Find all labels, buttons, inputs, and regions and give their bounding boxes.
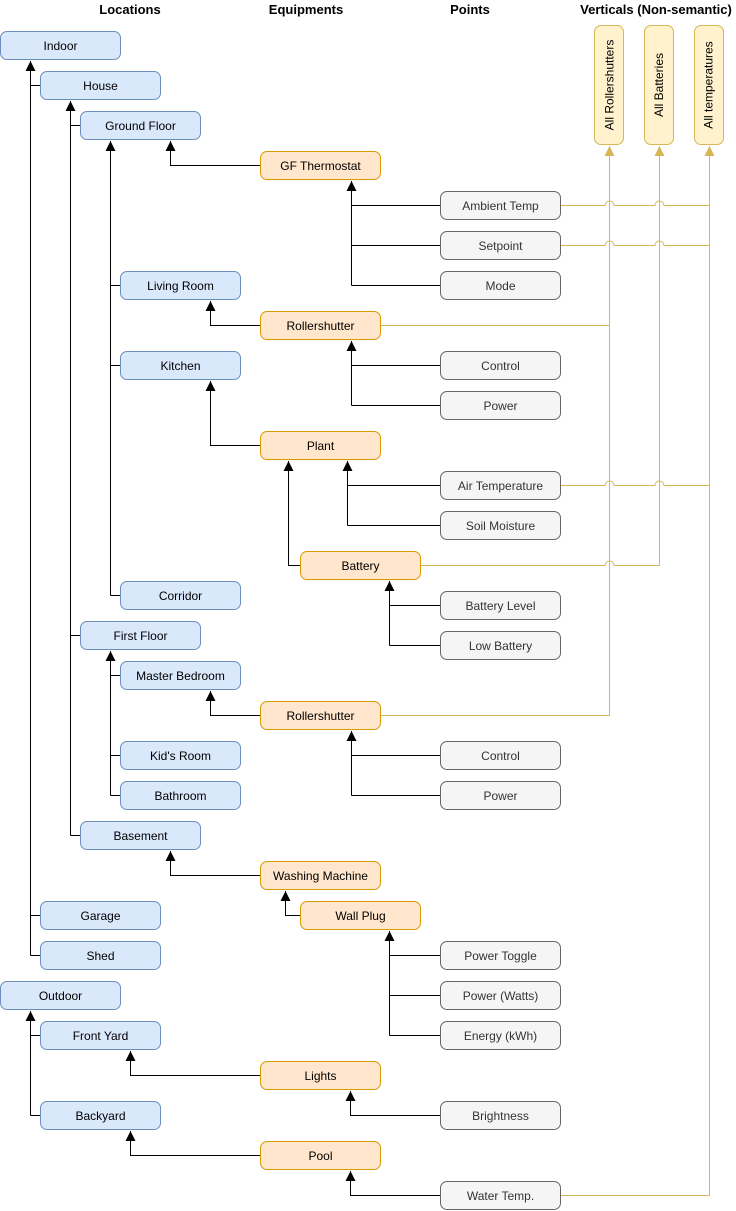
equipment-battery: Battery: [300, 551, 421, 580]
location-first-floor: First Floor: [80, 621, 201, 650]
vertical-all-rollershutters-label: All Rollershutters: [602, 39, 617, 131]
equipment-gf-thermostat: GF Thermostat: [260, 151, 381, 180]
location-master-bedroom: Master Bedroom: [120, 661, 241, 690]
point-energy-kwh: Energy (kWh): [440, 1021, 561, 1050]
location-living-room: Living Room: [120, 271, 241, 300]
location-shed: Shed: [40, 941, 161, 970]
point-control-living: Control: [440, 351, 561, 380]
location-outdoor: Outdoor: [0, 981, 121, 1010]
location-ground-floor: Ground Floor: [80, 111, 201, 140]
location-backyard: Backyard: [40, 1101, 161, 1130]
point-ambient-temp: Ambient Temp: [440, 191, 561, 220]
column-header-equipments: Equipments: [268, 2, 344, 17]
location-garage: Garage: [40, 901, 161, 930]
equipment-wall-plug: Wall Plug: [300, 901, 421, 930]
location-indoor: Indoor: [0, 31, 121, 60]
point-power-toggle: Power Toggle: [440, 941, 561, 970]
point-power-master: Power: [440, 781, 561, 810]
vertical-all-temperatures: All temperatures: [694, 25, 724, 145]
location-corridor: Corridor: [120, 581, 241, 610]
equipment-washing-machine: Washing Machine: [260, 861, 381, 890]
point-power-watts: Power (Watts): [440, 981, 561, 1010]
equipment-lights: Lights: [260, 1061, 381, 1090]
point-water-temp: Water Temp.: [440, 1181, 561, 1210]
location-house: House: [40, 71, 161, 100]
vertical-all-batteries: All Batteries: [644, 25, 674, 145]
vertical-all-batteries-label: All Batteries: [652, 52, 666, 118]
equipment-rollershutter-master: Rollershutter: [260, 701, 381, 730]
column-header-points: Points: [450, 2, 490, 17]
equipment-pool: Pool: [260, 1141, 381, 1170]
equipment-rollershutter-living: Rollershutter: [260, 311, 381, 340]
point-edges: [342, 181, 440, 1196]
column-header-locations: Locations: [99, 2, 161, 17]
location-kitchen: Kitchen: [120, 351, 241, 380]
point-mode: Mode: [440, 271, 561, 300]
location-kids-room: Kid's Room: [120, 741, 241, 770]
point-low-battery: Low Battery: [440, 631, 561, 660]
location-basement: Basement: [80, 821, 201, 850]
point-setpoint: Setpoint: [440, 231, 561, 260]
location-bathroom: Bathroom: [120, 781, 241, 810]
location-edges: [25, 61, 120, 1116]
point-control-master: Control: [440, 741, 561, 770]
point-soil-moisture: Soil Moisture: [440, 511, 561, 540]
point-brightness: Brightness: [440, 1101, 561, 1130]
equipment-plant: Plant: [260, 431, 381, 460]
point-battery-level: Battery Level: [440, 591, 561, 620]
point-power-living: Power: [440, 391, 561, 420]
equipment-edges: [125, 141, 300, 1156]
location-front-yard: Front Yard: [40, 1021, 161, 1050]
vertical-edges: [381, 146, 715, 1196]
point-air-temperature: Air Temperature: [440, 471, 561, 500]
vertical-all-rollershutters: All Rollershutters: [594, 25, 624, 145]
column-header-verticals: Verticals (Non-semantic): [580, 2, 732, 17]
vertical-all-temperatures-label: All temperatures: [702, 41, 716, 129]
